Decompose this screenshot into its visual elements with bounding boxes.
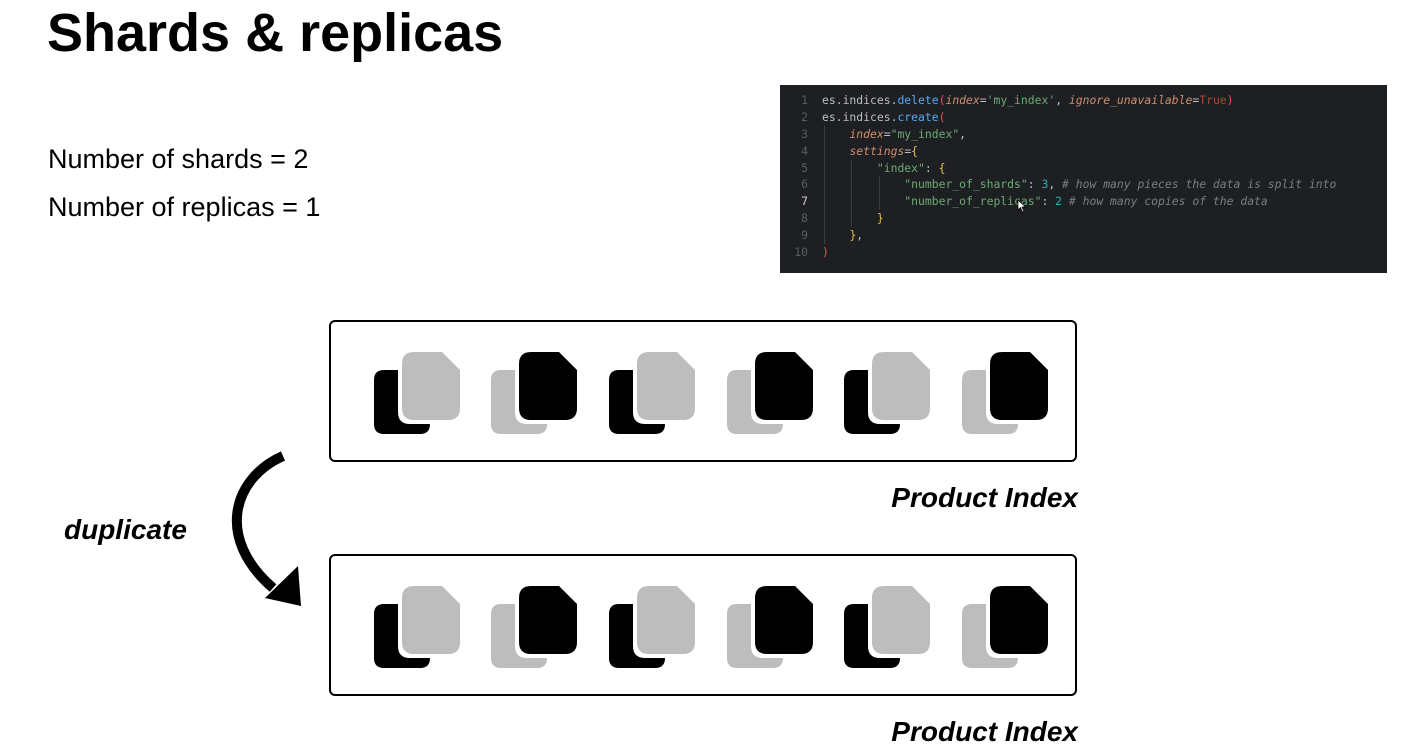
line-number: 1 xyxy=(801,93,808,107)
code-text: settings={ xyxy=(849,143,919,158)
document-copies-icon xyxy=(609,348,699,434)
curved-arrow-icon xyxy=(231,451,301,606)
line-number: 3 xyxy=(801,126,808,141)
code-text: "number_of_shards": 3, # how many pieces… xyxy=(904,177,1337,192)
line-number: 8 xyxy=(801,211,808,226)
primary-index-box xyxy=(329,320,1077,462)
code-line: 2 es.indices.create( xyxy=(780,109,1387,126)
replica-index-label: Product Index xyxy=(891,716,1078,747)
document-copies-icon xyxy=(374,582,464,668)
shards-count-text: Number of shards = 2 xyxy=(48,144,309,174)
code-line: 5 "index": { xyxy=(780,159,1387,177)
code-line: 9 }, xyxy=(780,227,1387,245)
primary-index-label: Product Index xyxy=(891,482,1078,513)
document-copies-icon xyxy=(491,582,581,668)
document-copies-icon xyxy=(727,582,817,668)
code-text: }, xyxy=(849,228,864,243)
code-line: 7 "number_of_replicas": 2 # how many cop… xyxy=(780,193,1387,211)
line-number: 10 xyxy=(794,245,808,260)
code-text: es.indices.create( xyxy=(822,109,946,124)
code-line: 6 "number_of_shards": 3, # how many piec… xyxy=(780,176,1387,194)
replica-index-box xyxy=(329,554,1077,696)
document-copies-icon xyxy=(962,348,1052,434)
code-text: es.indices.delete(index='my_index', igno… xyxy=(822,93,1234,107)
code-line: 3 index="my_index", xyxy=(780,125,1387,143)
line-number: 5 xyxy=(801,160,808,175)
code-text: "number_of_replicas": 2 # how many copie… xyxy=(904,194,1268,209)
code-text: } xyxy=(876,211,884,226)
slide-title: Shards & replicas xyxy=(47,3,504,63)
code-text: index="my_index", xyxy=(849,126,967,141)
line-number: 2 xyxy=(801,109,808,124)
duplicate-label: duplicate xyxy=(64,514,187,545)
code-text: "index": { xyxy=(876,160,946,175)
mouse-cursor-icon xyxy=(1017,199,1027,213)
document-copies-icon xyxy=(844,348,934,434)
document-copies-icon xyxy=(491,348,581,434)
code-screenshot: 1 es.indices.delete(index='my_index', ign… xyxy=(780,85,1387,273)
line-number: 7 xyxy=(801,194,808,209)
line-number: 4 xyxy=(801,143,808,158)
code-line: 1 es.indices.delete(index='my_index', ign… xyxy=(780,92,1387,109)
document-copies-icon xyxy=(374,348,464,434)
line-number: 6 xyxy=(801,177,808,192)
replicas-count-text: Number of replicas = 1 xyxy=(48,192,321,222)
code-line: 10) xyxy=(780,244,1387,261)
document-copies-icon xyxy=(962,582,1052,668)
code-text: ) xyxy=(822,245,829,260)
code-line: 4 settings={ xyxy=(780,142,1387,160)
code-line: 8 } xyxy=(780,210,1387,228)
line-number: 9 xyxy=(801,228,808,243)
document-copies-icon xyxy=(844,582,934,668)
document-copies-icon xyxy=(727,348,817,434)
document-copies-icon xyxy=(609,582,699,668)
